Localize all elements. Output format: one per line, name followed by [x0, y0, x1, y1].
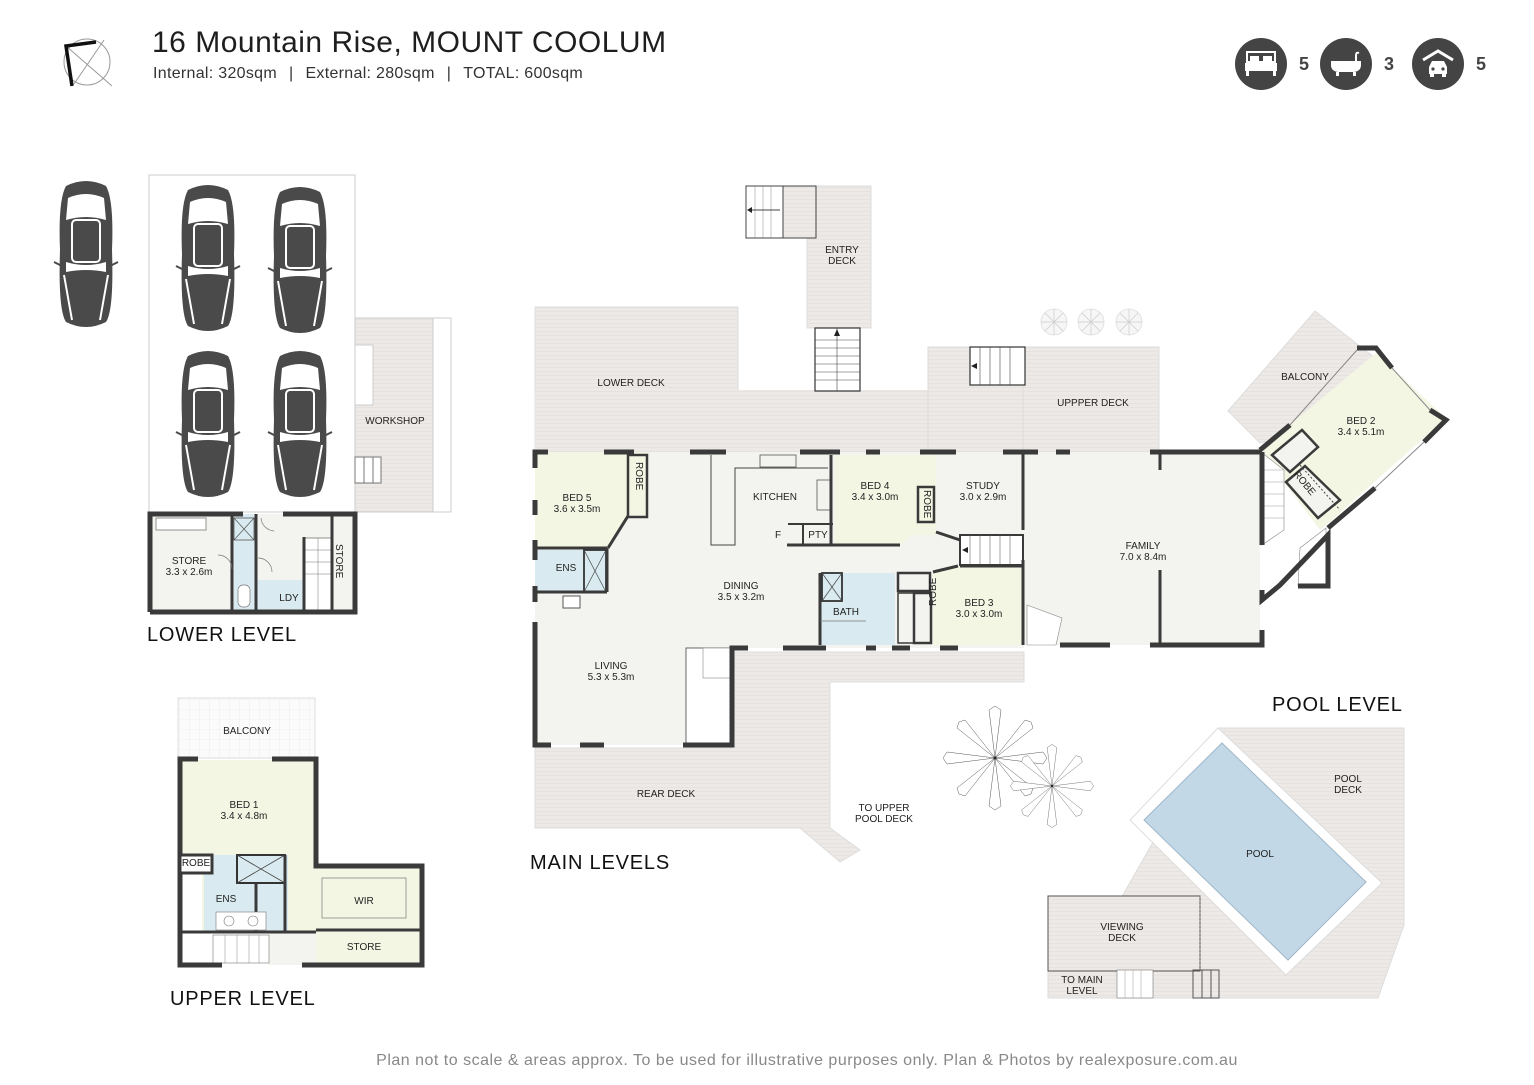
- tree-icon: [942, 705, 1048, 811]
- car-icon: [175, 184, 241, 332]
- room-main-ensuite: ENS: [555, 563, 577, 574]
- room-entry-deck: ENTRY DECK: [825, 245, 859, 267]
- shrub-icon: [1077, 308, 1105, 336]
- bathtub-icon: [1320, 38, 1372, 90]
- car-icon: [267, 350, 333, 498]
- room-upper-balcony: BALCONY: [223, 726, 271, 737]
- room-upper-deck: UPPPER DECK: [1057, 398, 1129, 409]
- room-upper-robe: ROBE: [181, 858, 211, 869]
- room-pool-deck: POOL DECK: [1334, 774, 1362, 796]
- room-viewing-deck: VIEWING DECK: [1100, 922, 1144, 944]
- room-bed4-robe: ROBE: [921, 490, 932, 519]
- internal-area: Internal: 320sqm: [153, 65, 277, 82]
- room-bed5-robe: ROBE: [633, 462, 644, 491]
- room-upper-store: STORE: [346, 942, 382, 953]
- compass-logo-icon: [56, 34, 116, 90]
- bed-icon: [1235, 38, 1287, 90]
- disclaimer: Plan not to scale & areas approx. To be …: [376, 1052, 1238, 1069]
- room-main-balcony: BALCONY: [1281, 372, 1329, 383]
- room-pantry: PTY: [808, 530, 828, 541]
- shrub-icon: [1040, 308, 1068, 336]
- to-upper-pool-deck-label: TO UPPER POOL DECK: [855, 803, 913, 825]
- room-upper-ensuite: ENS: [215, 894, 237, 905]
- car-icon: [267, 186, 333, 334]
- parking-stat: 5: [1412, 38, 1486, 90]
- room-rear-deck: REAR DECK: [636, 789, 696, 800]
- property-address: 16 Mountain Rise, MOUNT COOLUM: [152, 26, 667, 59]
- bathrooms-count: 3: [1384, 53, 1395, 74]
- level-title-lower: LOWER LEVEL: [147, 624, 297, 646]
- level-title-main: MAIN LEVELS: [530, 852, 670, 874]
- room-bath: BATH: [833, 607, 859, 618]
- level-title-pool: POOL LEVEL: [1272, 694, 1403, 716]
- room-fridge: F: [774, 530, 782, 541]
- level-title-upper: UPPER LEVEL: [170, 988, 316, 1010]
- total-area: TOTAL: 600sqm: [463, 65, 584, 82]
- bedrooms-count: 5: [1299, 53, 1310, 74]
- car-icon: [175, 350, 241, 498]
- room-pool: POOL: [1246, 849, 1274, 860]
- parking-count: 5: [1476, 53, 1487, 74]
- external-area: External: 280sqm: [305, 65, 435, 82]
- room-lower-store-2: STORE: [333, 544, 344, 579]
- area-summary: Internal: 320sqm|External: 280sqm|TOTAL:…: [153, 65, 584, 82]
- to-main-level-label: TO MAIN LEVEL: [1061, 975, 1103, 997]
- room-workshop: WORKSHOP: [365, 416, 425, 427]
- bathrooms-stat: 3: [1320, 38, 1394, 90]
- room-wir: WIR: [354, 896, 374, 907]
- room-kitchen: KITCHEN: [753, 492, 797, 503]
- shrub-icon: [1115, 308, 1143, 336]
- bedrooms-stat: 5: [1235, 38, 1309, 90]
- garage-car-icon: [1412, 38, 1464, 90]
- room-laundry: LDY: [279, 593, 299, 604]
- room-lower-deck: LOWER DECK: [597, 378, 665, 389]
- room-bed3-robe: ROBE: [928, 577, 939, 606]
- car-icon: [53, 180, 119, 328]
